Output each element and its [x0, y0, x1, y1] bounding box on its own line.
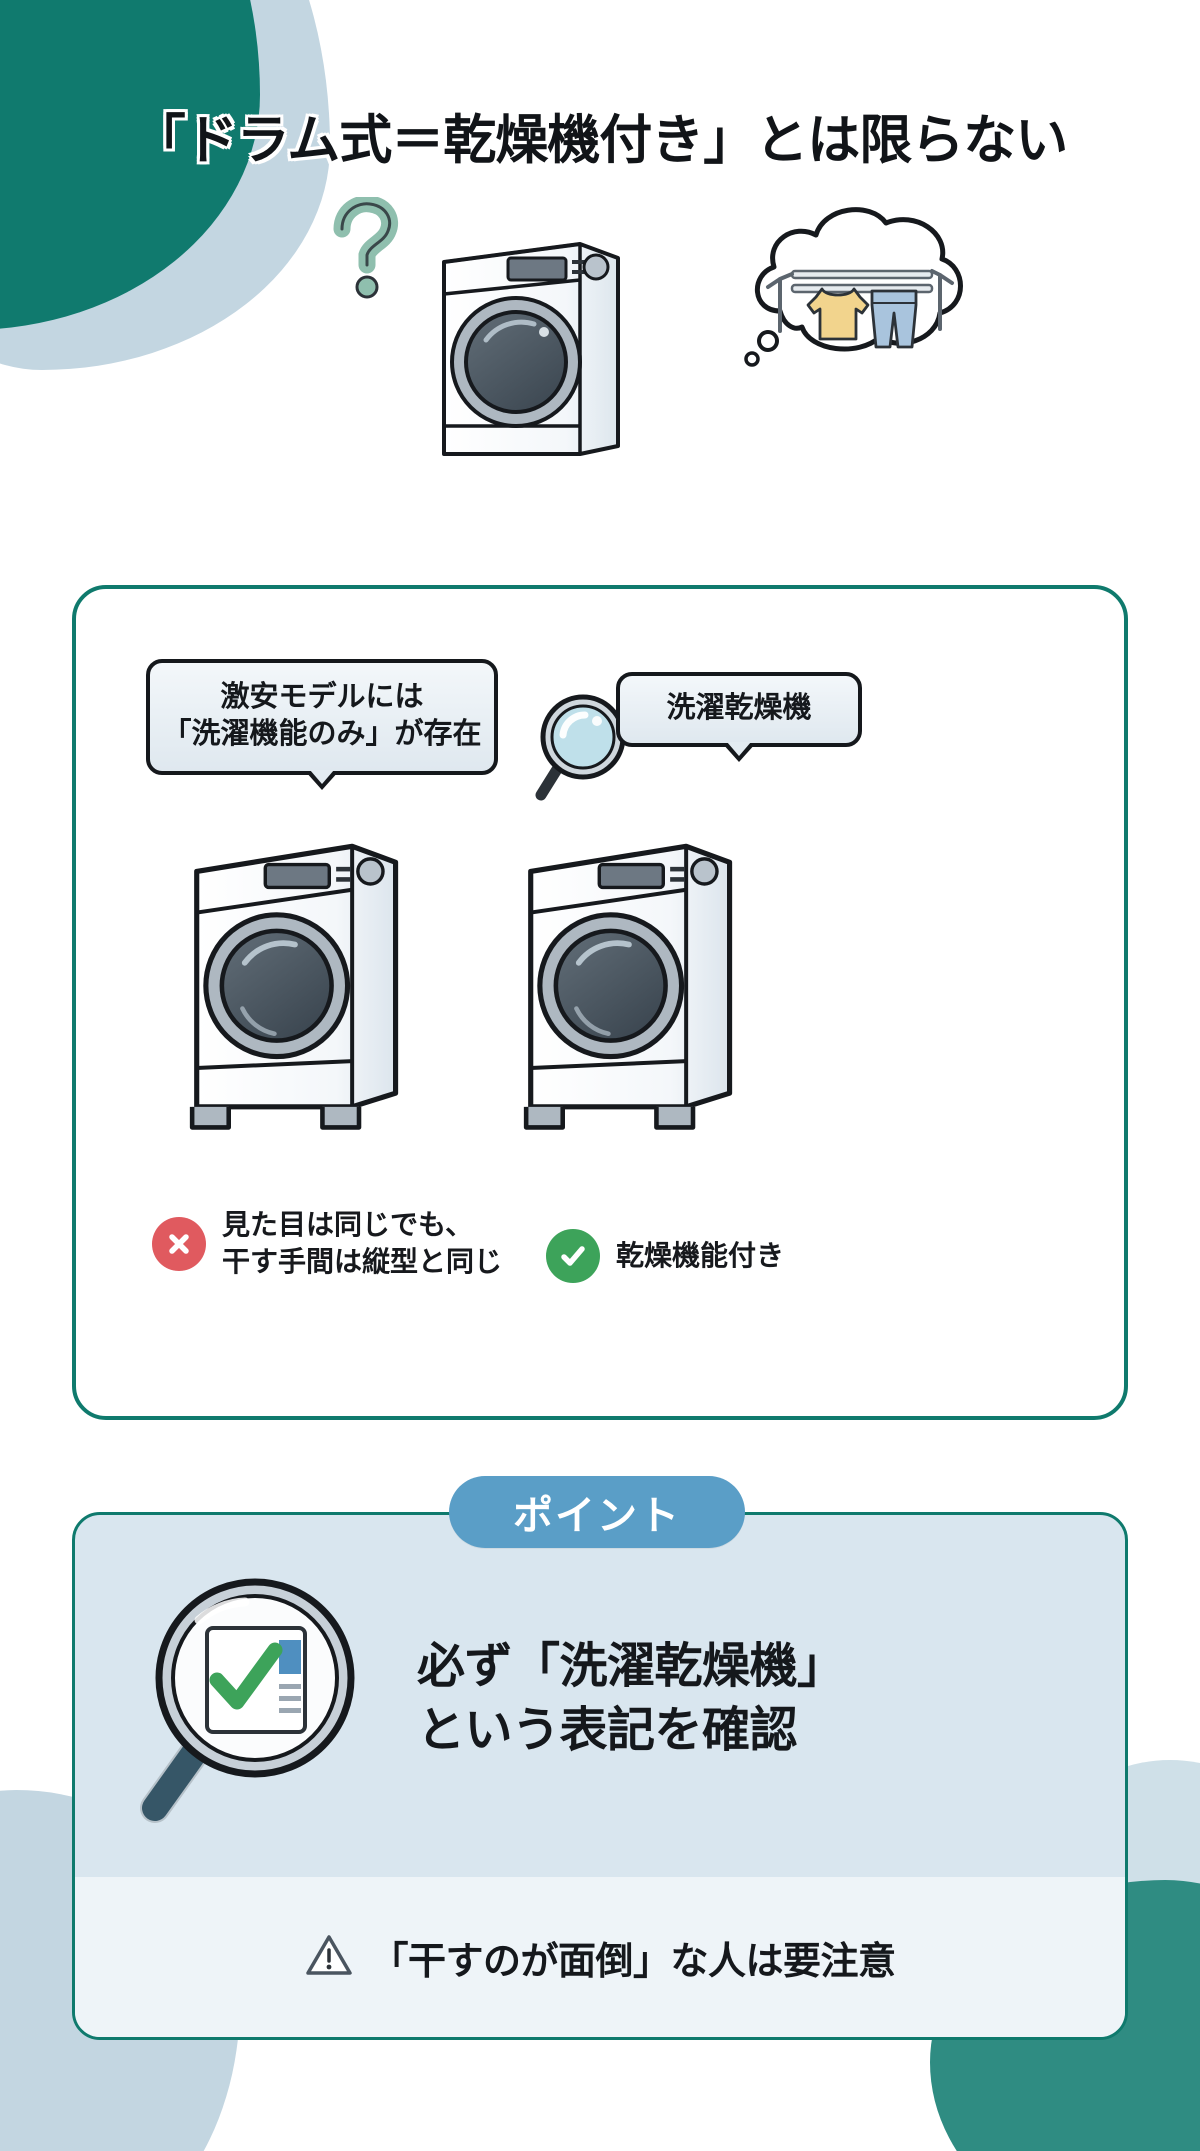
comparison-card: 激安モデルには 「洗濯機能のみ」が存在 洗濯乾燥機: [72, 585, 1128, 1420]
x-mark-icon: [152, 1216, 206, 1271]
point-footer: 「干すのが面倒」な人は要注意: [75, 1877, 1125, 2037]
point-pill-badge: ポイント: [449, 1476, 745, 1548]
question-mark-icon: [330, 195, 400, 312]
right-result-text: 乾燥機能付き: [616, 1239, 785, 1271]
right-bubble-text: 洗濯乾燥機: [666, 692, 812, 724]
thought-bubble-laundry-rack-icon: [740, 179, 980, 414]
point-body: 必ず「洗濯乾燥機」 という表記を確認: [75, 1515, 1125, 1883]
drum-washing-machine-icon: [180, 812, 410, 1137]
warning-triangle-icon: [304, 1932, 354, 1983]
point-warning-text: 「干すのが面倒」な人は要注意: [370, 1940, 896, 1983]
check-mark-icon: [546, 1229, 600, 1283]
left-result-row: 見た目は同じでも、 干す手間は縦型と同じ: [152, 1207, 502, 1281]
page-title: 「ドラム式＝乾燥機付き」とは限らない: [132, 111, 1068, 170]
drum-washing-machine-icon: [514, 812, 744, 1137]
left-bubble-text: 激安モデルには 「洗濯機能のみ」が存在: [162, 681, 482, 751]
point-card: 必ず「洗濯乾燥機」 という表記を確認 「干すのが面倒」な人は要注意: [72, 1512, 1128, 2040]
hero-illustration: [0, 175, 1200, 456]
magnifying-glass-icon: [531, 685, 641, 810]
left-bubble: 激安モデルには 「洗濯機能のみ」が存在: [146, 659, 498, 791]
right-bubble-tail: [722, 742, 756, 763]
right-bubble: 洗濯乾燥機: [616, 672, 862, 763]
point-main-text: 必ず「洗濯乾燥機」 という表記を確認: [417, 1639, 845, 1757]
left-result-text: 見た目は同じでも、 干す手間は縦型と同じ: [222, 1209, 503, 1277]
magnifying-glass-check-document-icon: [133, 1562, 383, 1837]
drum-washing-machine-icon: [430, 210, 630, 465]
left-bubble-tail: [305, 770, 339, 791]
right-result-row: 乾燥機能付き: [546, 1229, 784, 1283]
